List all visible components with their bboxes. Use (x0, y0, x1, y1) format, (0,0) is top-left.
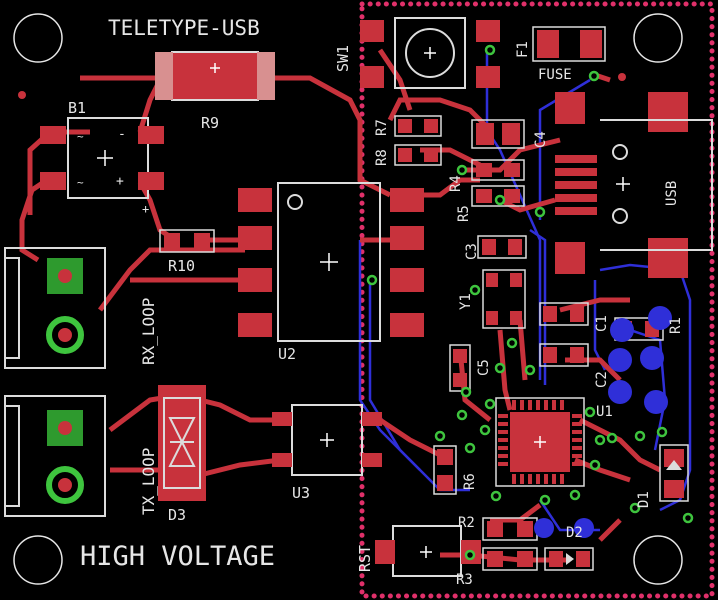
silkscreen-labels: TELETYPE-USB HIGH VOLTAGE R9 B1 R10 U2 U… (68, 16, 684, 588)
label-d2: D2 (566, 525, 583, 541)
fuse-f1 (532, 26, 606, 62)
mounting-hole-bottom-left (13, 535, 63, 585)
label-d1: D1 (636, 491, 652, 508)
tx-loop-connector (4, 395, 106, 517)
rx-loop-connector (4, 247, 106, 369)
label-r6: R6 (462, 473, 478, 490)
board-title: TELETYPE-USB (108, 16, 260, 40)
label-rx-loop: RX_LOOP (139, 298, 158, 365)
optocoupler-u3 (272, 404, 382, 476)
bridge-rectifier-b1: - + ~ ~ + (40, 117, 164, 216)
label-r1: R1 (668, 317, 684, 334)
label-rst: RST (356, 545, 374, 572)
resistor-r5 (471, 185, 525, 207)
label-r10: R10 (168, 257, 195, 275)
label-r7: R7 (374, 119, 390, 136)
resistor-r6 (433, 445, 457, 495)
label-r9: R9 (201, 114, 219, 132)
svg-text:+: + (142, 202, 149, 216)
label-r2: R2 (458, 515, 475, 531)
svg-text:~: ~ (77, 130, 84, 143)
label-c2: C2 (594, 371, 610, 388)
capacitor-c5 (449, 344, 471, 392)
svg-text:~: ~ (77, 176, 84, 189)
label-c3: C3 (464, 243, 480, 260)
mounting-hole-top-left (13, 13, 63, 63)
label-tx-loop: TX_LOOP (139, 448, 158, 515)
label-fuse: FUSE (538, 67, 572, 83)
capacitor-c4 (471, 119, 525, 149)
isolation-boundary (359, 1, 715, 599)
label-sw1: SW1 (334, 45, 352, 72)
mounting-hole-top-right (633, 13, 683, 63)
svg-text:-: - (118, 127, 126, 142)
usb-connector (555, 92, 713, 278)
label-b1: B1 (68, 99, 86, 117)
label-r5: R5 (456, 205, 472, 222)
label-c1: C1 (594, 315, 610, 332)
resistor-r8 (394, 144, 442, 166)
label-u1: U1 (596, 404, 613, 420)
fiducials (18, 73, 626, 99)
crystal-y1 (482, 269, 526, 329)
diode-d2 (544, 547, 594, 571)
resistor-r4 (471, 159, 525, 181)
label-r4: R4 (448, 175, 464, 192)
diode-d3 (158, 385, 206, 501)
label-y1: Y1 (458, 293, 474, 310)
label-d3: D3 (168, 506, 186, 524)
resistor-r9 (155, 51, 275, 101)
switch-sw1 (360, 17, 500, 89)
diode-d1 (659, 444, 689, 502)
optocoupler-u2 (238, 182, 424, 342)
label-u3: U3 (292, 484, 310, 502)
resistor-r10 (159, 229, 215, 253)
label-r3: R3 (456, 572, 473, 588)
icsp-pads (534, 306, 672, 538)
label-f1: F1 (515, 41, 531, 58)
label-u2: U2 (278, 345, 296, 363)
resistor-r3 (482, 547, 538, 571)
high-voltage-warning: HIGH VOLTAGE (80, 541, 275, 572)
mounting-holes (13, 13, 683, 585)
label-c4: C4 (533, 131, 549, 148)
capacitor-c1 (539, 302, 589, 326)
svg-text:+: + (116, 174, 124, 189)
label-r8: R8 (374, 149, 390, 166)
capacitor-c3 (477, 235, 527, 259)
vias (366, 44, 694, 561)
mounting-hole-bottom-right (633, 535, 683, 585)
resistor-r2 (482, 517, 538, 541)
label-c5: C5 (476, 359, 492, 376)
capacitor-c2 (539, 343, 589, 367)
label-usb: USB (664, 181, 680, 206)
resistor-r7 (394, 115, 442, 137)
microcontroller-u1 (495, 397, 585, 487)
